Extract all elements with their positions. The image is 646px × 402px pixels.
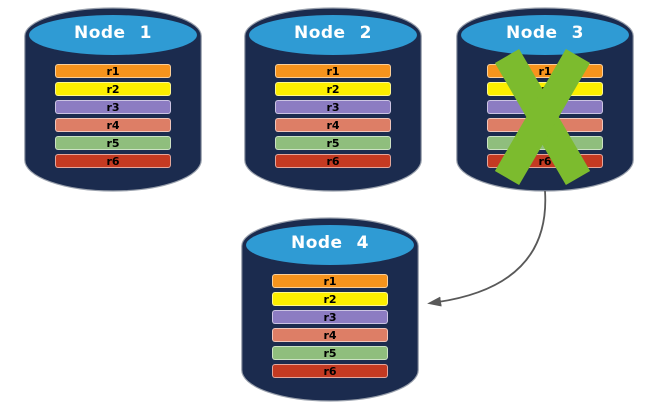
record-label: r2 (106, 82, 120, 96)
record-bar-r4: r4 (272, 328, 388, 342)
record-bar-r6: r6 (272, 364, 388, 378)
node-title: Node 2 (293, 23, 372, 43)
record-bar-r4: r4 (55, 118, 171, 132)
record-list: r1 r2 r3 r4 r5 r6 (487, 64, 603, 168)
record-bar-r1: r1 (272, 274, 388, 288)
record-label: r6 (323, 364, 337, 378)
record-label: r1 (538, 64, 552, 78)
node-title: Node 1 (73, 23, 152, 43)
record-list: r1 r2 r3 r4 r5 r6 (55, 64, 171, 168)
record-bar-r5: r5 (275, 136, 391, 150)
record-list: r1 r2 r3 r4 r5 r6 (272, 274, 388, 378)
record-bar-r1: r1 (275, 64, 391, 78)
record-label: r2 (538, 82, 552, 96)
record-label: r3 (106, 100, 120, 114)
db-node-2: Node 2 r1 r2 r3 r4 r5 r6 (244, 6, 422, 193)
record-label: r3 (538, 100, 552, 114)
record-bar-r1: r1 (487, 64, 603, 78)
record-bar-r3: r3 (55, 100, 171, 114)
record-bar-r4: r4 (487, 118, 603, 132)
db-node-1: Node 1 r1 r2 r3 r4 r5 r6 (24, 6, 202, 193)
record-bar-r2: r2 (275, 82, 391, 96)
record-label: r6 (326, 154, 340, 168)
record-label: r3 (326, 100, 340, 114)
record-bar-r5: r5 (272, 346, 388, 360)
record-label: r3 (323, 310, 337, 324)
record-list: r1 r2 r3 r4 r5 r6 (275, 64, 391, 168)
record-label: r1 (106, 64, 120, 78)
record-bar-r2: r2 (487, 82, 603, 96)
record-label: r4 (538, 118, 552, 132)
record-label: r4 (323, 328, 337, 342)
record-bar-r6: r6 (55, 154, 171, 168)
node-title: Node 4 (290, 233, 369, 253)
record-bar-r2: r2 (55, 82, 171, 96)
db-node-4: Node 4 r1 r2 r3 r4 r5 r6 (241, 216, 419, 402)
record-label: r2 (323, 292, 337, 306)
record-label: r1 (326, 64, 340, 78)
record-label: r2 (326, 82, 340, 96)
record-bar-r6: r6 (487, 154, 603, 168)
record-bar-r3: r3 (272, 310, 388, 324)
record-label: r6 (106, 154, 120, 168)
node-title: Node 3 (505, 23, 584, 43)
record-bar-r6: r6 (275, 154, 391, 168)
record-label: r4 (326, 118, 340, 132)
db-node-3: Node 3 r1 r2 r3 r4 r5 r6 (456, 6, 634, 193)
record-bar-r4: r4 (275, 118, 391, 132)
record-bar-r1: r1 (55, 64, 171, 78)
record-bar-r5: r5 (55, 136, 171, 150)
record-bar-r5: r5 (487, 136, 603, 150)
record-label: r5 (326, 136, 340, 150)
record-label: r4 (106, 118, 120, 132)
record-label: r5 (106, 136, 120, 150)
record-bar-r3: r3 (487, 100, 603, 114)
record-bar-r3: r3 (275, 100, 391, 114)
record-label: r5 (323, 346, 337, 360)
record-label: r1 (323, 274, 337, 288)
record-label: r5 (538, 136, 552, 150)
record-bar-r2: r2 (272, 292, 388, 306)
record-label: r6 (538, 154, 552, 168)
